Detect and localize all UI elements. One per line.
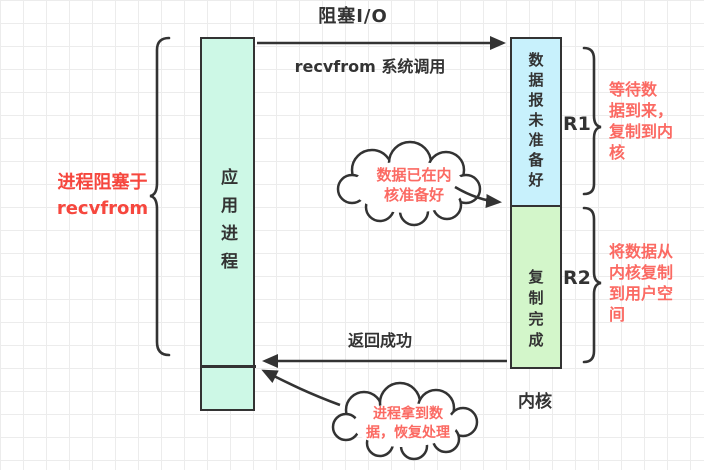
r2-brace bbox=[582, 206, 602, 364]
syscall-arrow-label: recvfrom 系统调用 bbox=[294, 57, 446, 76]
kernel-copy-done-label: 复制完成 bbox=[526, 269, 545, 353]
r2-desc-line4: 间 bbox=[609, 305, 626, 324]
r2-desc-line1: 将数据从 bbox=[609, 242, 674, 261]
kernel-copy-done-section: 复制完成 bbox=[512, 207, 560, 367]
phase-r2-label: R2 bbox=[563, 267, 591, 289]
diagram-title: 阻塞I/O bbox=[318, 6, 388, 27]
r1-desc-line1: 等待数 bbox=[609, 80, 658, 99]
cloud-resume-arrow bbox=[261, 369, 341, 407]
r2-desc-line3: 到用户空 bbox=[609, 284, 674, 303]
left-brace bbox=[149, 36, 171, 357]
r1-desc-line2: 据到来， bbox=[609, 101, 674, 120]
cloud2-line2: 据，恢复处理 bbox=[366, 425, 450, 441]
blocked-annotation-line2: recvfrom bbox=[56, 198, 149, 219]
cloud2-line1: 进程拿到数 bbox=[373, 406, 443, 422]
cloud-resume-shape bbox=[331, 381, 479, 461]
cloud-kernel-ready-shape bbox=[336, 140, 482, 227]
app-process-divider bbox=[200, 365, 256, 368]
blocked-annotation-line1: 进程阻塞于 bbox=[57, 172, 148, 193]
phase-r1-description: 等待数 据到来， 复制到内 核 bbox=[609, 79, 673, 163]
cloud1-line2: 核准备好 bbox=[383, 186, 444, 204]
kernel-not-ready-label: 数据报未准备好 bbox=[526, 52, 545, 192]
return-arrow-label: 返回成功 bbox=[347, 331, 412, 350]
cloud-resume-text: 进程拿到数 据，恢复处理 bbox=[338, 405, 478, 443]
cloud1-line1: 数据已在内 bbox=[376, 166, 452, 184]
app-process-label: 应用进程 bbox=[217, 168, 237, 280]
kernel-label: 内核 bbox=[518, 392, 552, 412]
r1-desc-line4: 核 bbox=[609, 143, 626, 162]
phase-r1-label: R1 bbox=[563, 113, 591, 135]
kernel-bar: 数据报未准备好 复制完成 bbox=[510, 37, 562, 369]
kernel-not-ready-section: 数据报未准备好 bbox=[512, 39, 560, 207]
blocked-annotation: 进程阻塞于 recvfrom bbox=[30, 170, 175, 222]
app-process-bar: 应用进程 bbox=[200, 37, 255, 411]
r2-desc-line2: 内核复制 bbox=[609, 263, 674, 282]
r1-brace bbox=[582, 46, 602, 196]
cloud-kernel-ready-text: 数据已在内 核准备好 bbox=[349, 165, 479, 205]
cloud-kernel-ready-arrow bbox=[454, 185, 502, 208]
phase-r2-description: 将数据从 内核复制 到用户空 间 bbox=[609, 241, 673, 325]
r1-desc-line3: 复制到内 bbox=[609, 122, 674, 141]
